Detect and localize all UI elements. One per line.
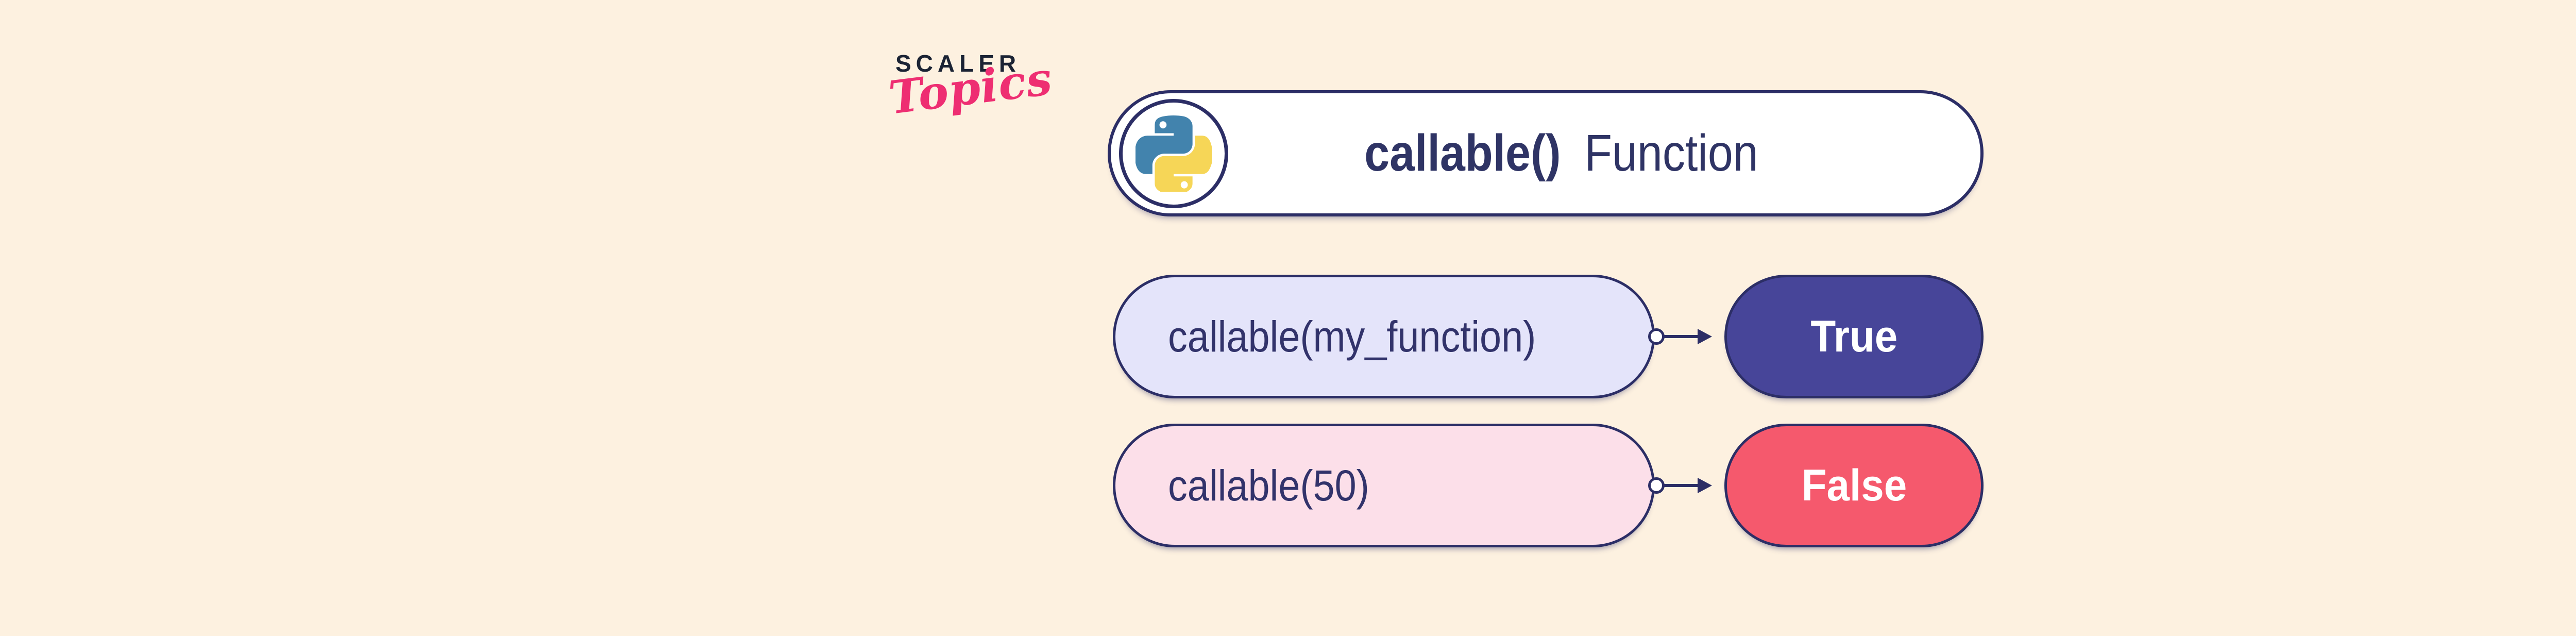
- code-pill-50: callable(50): [1113, 424, 1655, 547]
- result-text-true: True: [1810, 311, 1897, 361]
- title-pill: callable() Function: [1108, 90, 1984, 216]
- connector-line: [1664, 484, 1699, 487]
- code-text-50: callable(50): [1168, 461, 1369, 510]
- python-icon-yellow-snake: [1155, 135, 1212, 192]
- arrow-head-icon: [1698, 329, 1712, 344]
- code-pill-my-function: callable(my_function): [1113, 275, 1655, 398]
- python-icon-blue-snake: [1136, 115, 1193, 174]
- code-text-my-function: callable(my_function): [1168, 312, 1536, 361]
- title-function-name: callable(): [1364, 124, 1561, 182]
- result-text-false: False: [1801, 460, 1907, 510]
- arrow-head-icon: [1698, 478, 1712, 493]
- title-text: callable() Function: [1111, 93, 1980, 213]
- connector-dot: [1648, 328, 1665, 345]
- result-pill-true: True: [1724, 275, 1984, 398]
- scaler-wordmark: SCALER: [895, 50, 1021, 77]
- connector-dot: [1648, 477, 1665, 494]
- result-pill-false: False: [1724, 424, 1984, 547]
- python-logo-badge: [1119, 98, 1228, 208]
- scaler-topics-logo: SCALER Topics: [886, 49, 1055, 125]
- title-text-inner: callable() Function: [1364, 124, 1758, 183]
- connector-line: [1664, 335, 1699, 338]
- python-icon: [1136, 115, 1212, 192]
- title-function-word: Function: [1584, 124, 1758, 182]
